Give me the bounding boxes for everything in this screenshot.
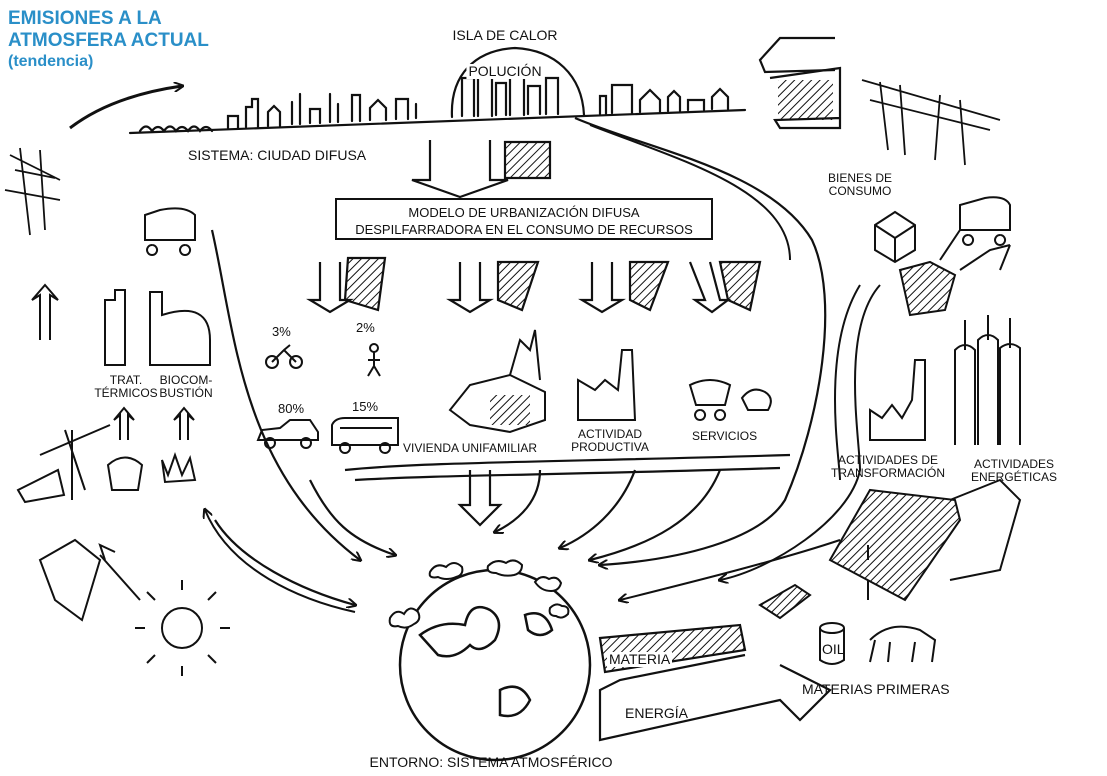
city-down-arrows (411, 140, 552, 199)
raw-materials-icons (758, 583, 937, 665)
label-pct-bus: 15% (352, 399, 379, 414)
label-biocom-line-2: BUSTIÓN (159, 386, 213, 400)
label-sistema-ciudad-difusa: SISTEMA: CIUDAD DIFUSA (188, 147, 367, 163)
label-actividad-productiva: ACTIVIDAD PRODUCTIVA (569, 428, 651, 454)
curve-city-to-earth-right (574, 116, 827, 565)
model-box: MODELO DE URBANIZACIÓN DIFUSA DESPILFARR… (335, 198, 713, 240)
arrow-to-earth-from-transf (620, 539, 841, 600)
label-energ-line-1: ACTIVIDADES (973, 457, 1055, 471)
label-actividades-energeticas: ACTIVIDADES ENERGÉTICAS (971, 458, 1057, 484)
arrow-left-to-earth-1 (210, 229, 360, 560)
label-bienes-line-1: BIENES DE (827, 171, 893, 185)
clouds (388, 559, 570, 629)
label-pct-peaton: 2% (356, 320, 375, 335)
label-entorno: ENTORNO: SISTEMA ATMOSFÉRICO (369, 754, 613, 770)
middle-buildings (448, 329, 772, 434)
transport-icons (256, 343, 399, 454)
label-servicios: SERVICIOS (690, 429, 760, 443)
label-bienes-de-consumo: BIENES DE CONSUMO (828, 172, 892, 198)
label-actividades-transformacion: ACTIVIDADES DE TRANSFORMACIÓN (831, 454, 945, 480)
materia-energia-arrows (598, 623, 832, 742)
top-left-arrow (69, 86, 182, 130)
title-line-2: ATMOSFERA ACTUAL (8, 30, 209, 51)
city-skyline (128, 46, 747, 135)
label-actividad-line-1: ACTIVIDAD (577, 427, 643, 441)
label-pct-bici: 3% (272, 324, 291, 339)
label-pct-coche: 80% (278, 401, 305, 416)
label-actividad-line-2: PRODUCTIVA (571, 440, 649, 454)
arrow-earth-to-left (205, 510, 356, 613)
label-transf-line-2: TRANSFORMACIÓN (831, 466, 945, 480)
label-isla-de-calor: ISLA DE CALOR (452, 27, 558, 43)
label-energia: ENERGÍA (625, 705, 689, 721)
right-icons (828, 196, 1022, 602)
top-right-arrow (758, 36, 842, 130)
label-trat-line-1: TRAT. (109, 373, 143, 387)
label-materias-primeras: MATERIAS PRIMERAS (802, 681, 950, 697)
earth-globe (398, 568, 592, 762)
label-oil: OIL (822, 641, 845, 657)
label-materia: MATERIA (607, 651, 673, 667)
model-box-line-1: MODELO DE URBANIZACIÓN DIFUSA (408, 205, 640, 220)
label-trat-line-2: TÉRMICOS (94, 386, 158, 400)
title-line-3: (tendencia) (8, 53, 94, 70)
label-polucion: POLUCIÓN (466, 63, 544, 79)
label-bienes-line-2: CONSUMO (828, 184, 892, 198)
model-down-arrows (306, 256, 762, 314)
model-box-line-2: DESPILFARRADORA EN EL CONSUMO DE RECURSO… (355, 222, 693, 237)
label-transf-line-1: ACTIVIDADES DE (837, 453, 939, 467)
label-biocom-line-1: BIOCOM- (159, 373, 213, 387)
arrow-left-to-earth-2 (214, 519, 355, 605)
label-vivienda-unifamiliar: VIVIENDA UNIFAMILIAR (401, 441, 540, 455)
title-line-1: EMISIONES A LA (8, 8, 162, 29)
label-biocombustion: BIOCOM- BUSTIÓN (159, 374, 212, 400)
label-energ-line-2: ENERGÉTICAS (970, 470, 1058, 484)
diagram-title: EMISIONES A LA ATMOSFERA ACTUAL (tendenc… (8, 8, 209, 71)
label-trat-termicos: TRAT. TÉRMICOS (94, 374, 157, 400)
left-icons (16, 207, 230, 676)
activities-flow (309, 453, 791, 560)
pylons-right (861, 79, 1001, 166)
pylons-left (4, 147, 61, 236)
